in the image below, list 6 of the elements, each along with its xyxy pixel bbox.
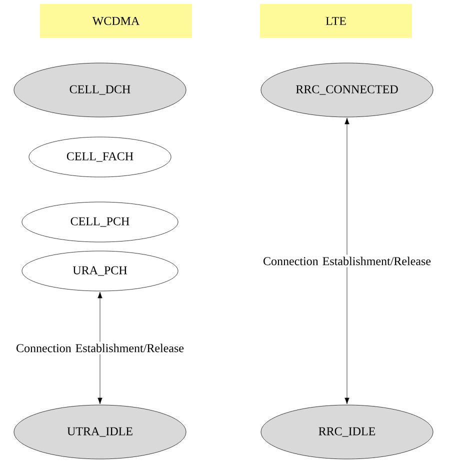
arrow xyxy=(344,118,350,404)
edge-label: Connection Establishment/Release xyxy=(13,342,187,354)
column-header: LTE xyxy=(260,4,412,38)
arrow xyxy=(98,292,102,404)
edge-label: Connection Establishment/Release xyxy=(260,254,434,268)
column-header: WCDMA xyxy=(40,4,192,38)
